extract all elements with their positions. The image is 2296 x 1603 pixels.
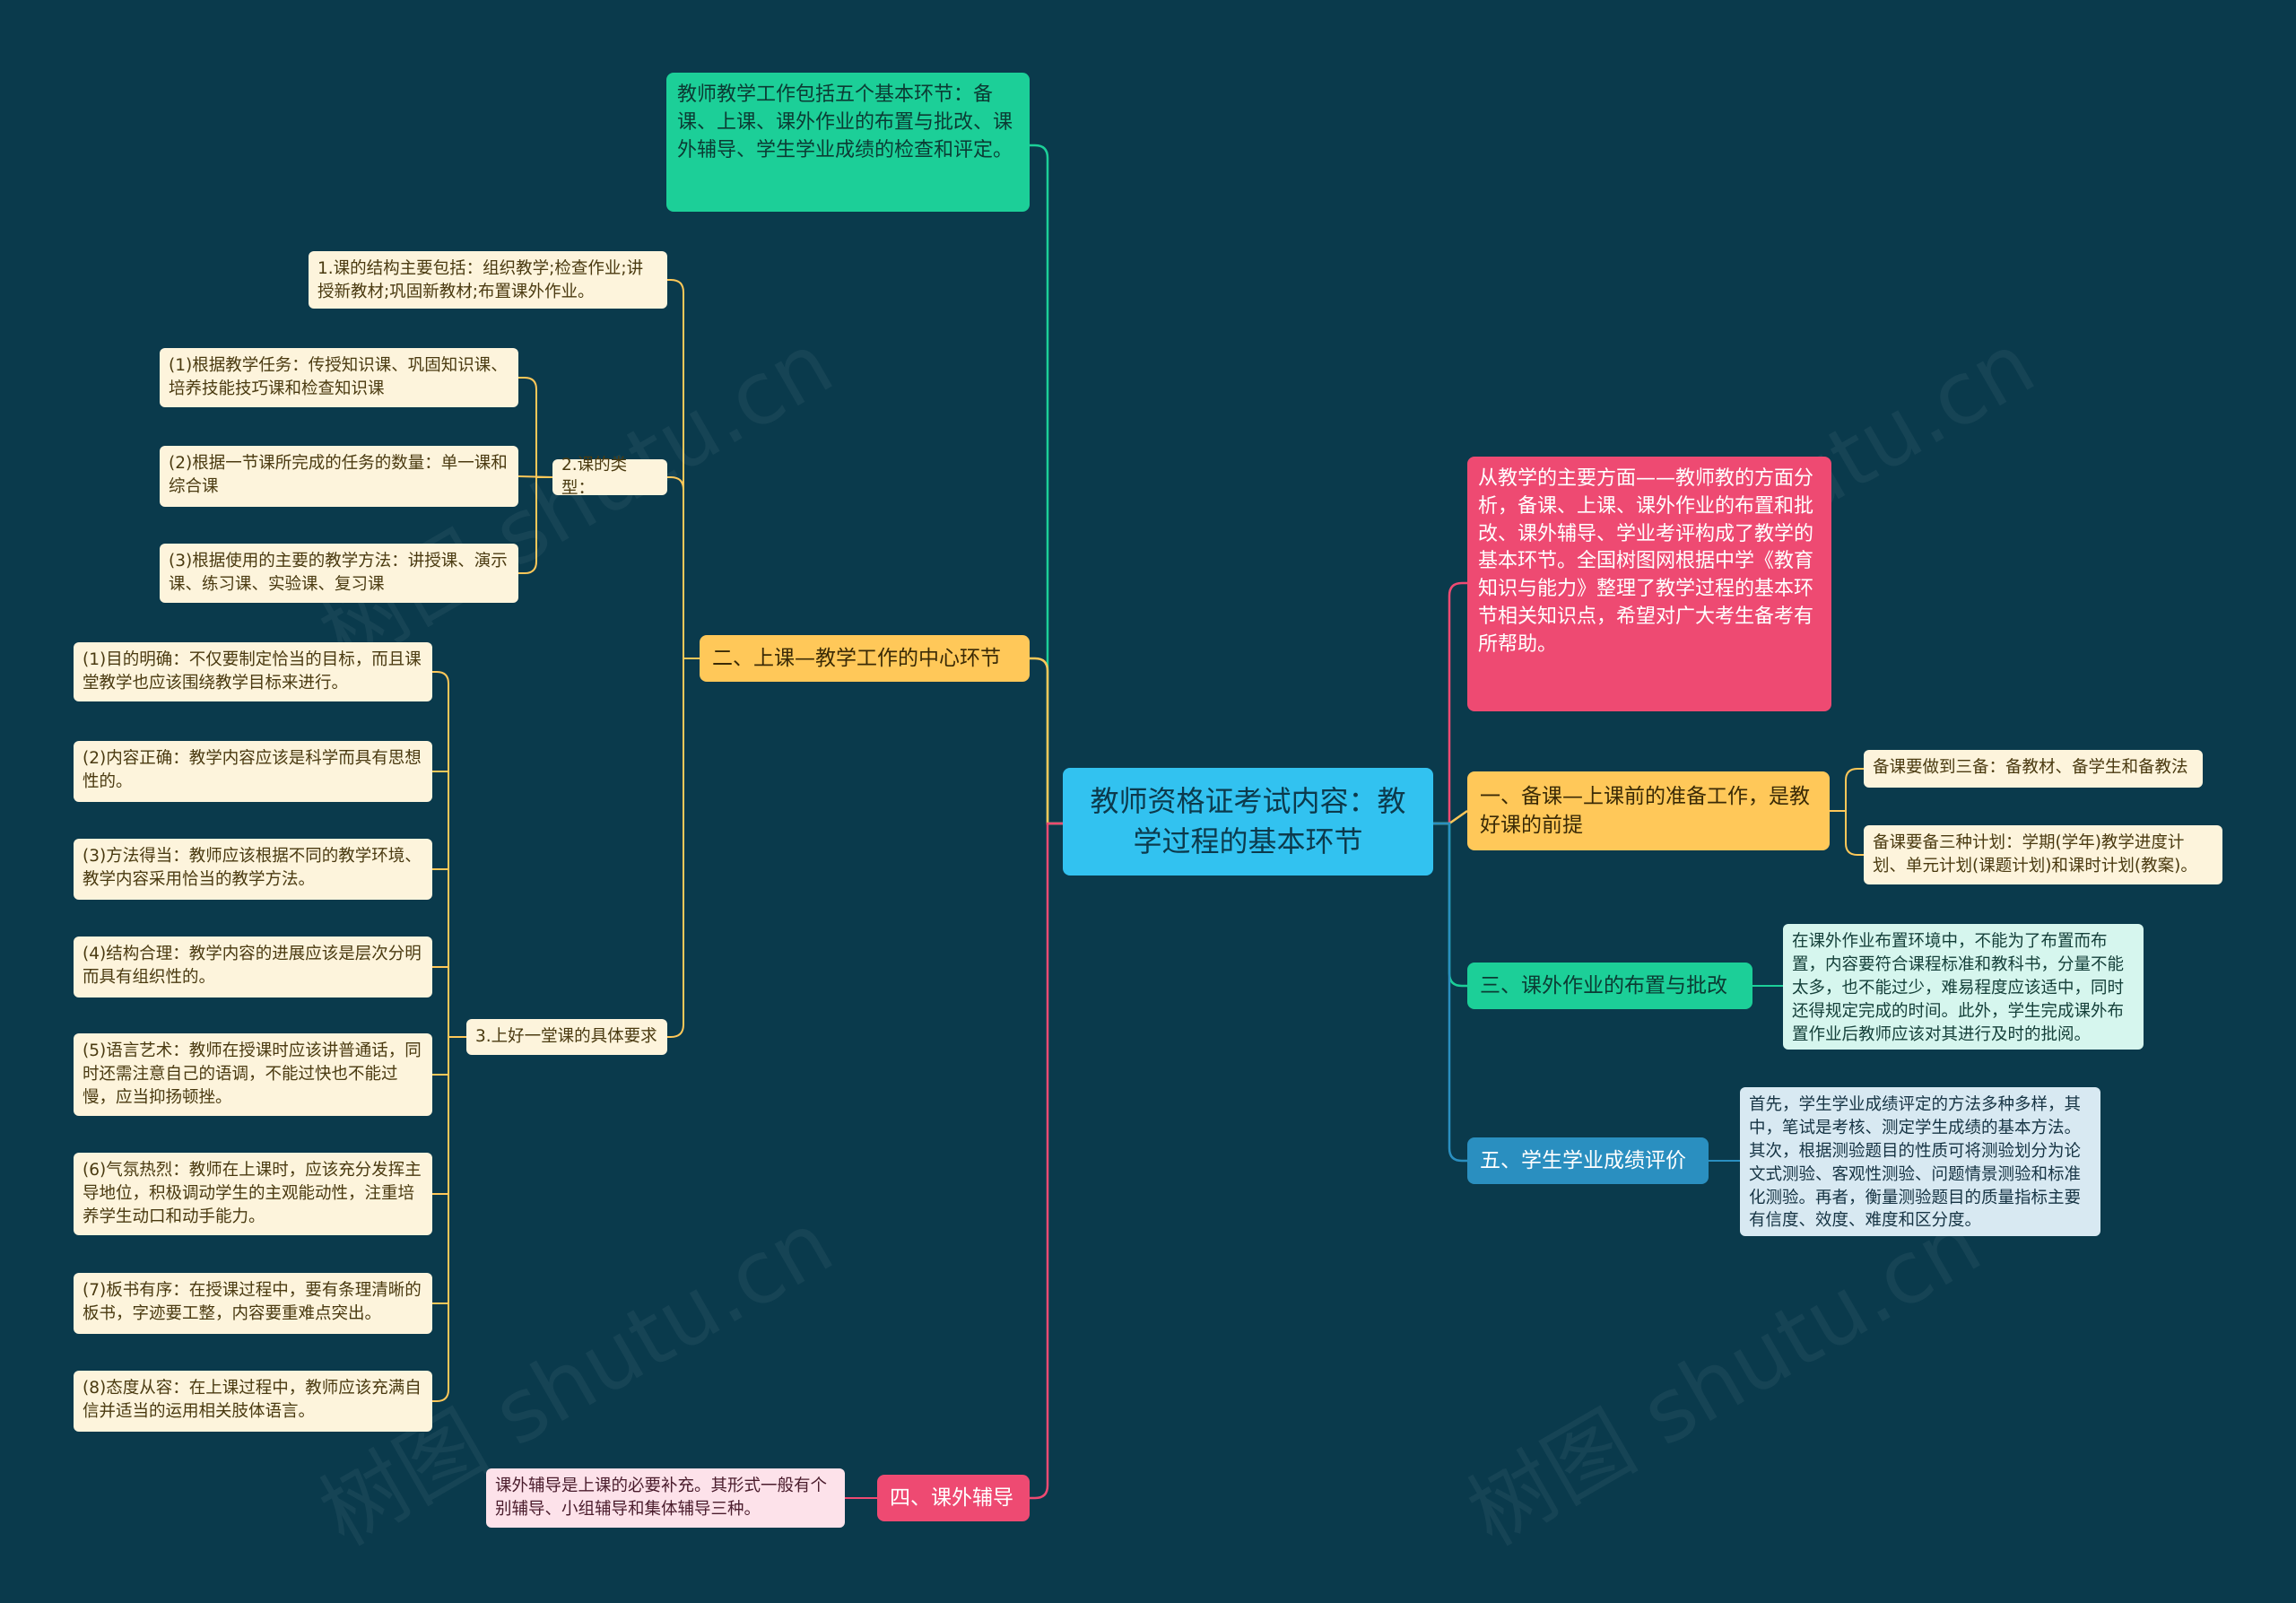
item3-child-4[interactable]: (4)结构合理：教学内容的进展应该是层次分明而具有组织性的。 [74, 937, 432, 998]
line-i2-c3 [518, 476, 552, 574]
section4-text[interactable]: 课外辅导是上课的必要补充。其形式一般有个别辅导、小组辅导和集体辅导三种。 [486, 1468, 845, 1528]
line-root-section2 [1030, 657, 1063, 825]
item3-child-1[interactable]: (1)目的明确：不仅要制定恰当的目标，而且课堂教学也应该围绕教学目标来进行。 [74, 642, 432, 701]
line-s1-c2 [1830, 810, 1864, 856]
item3-child-2[interactable]: (2)内容正确：教学内容应该是科学而具有思想性的。 [74, 741, 432, 802]
item2-child-2[interactable]: (2)根据一节课所完成的任务的数量：单一课和综合课 [160, 446, 518, 507]
line-root-section5 [1433, 822, 1467, 1163]
section2-topic[interactable]: 二、上课—教学工作的中心环节 [700, 635, 1030, 682]
section4-topic[interactable]: 四、课外辅导 [877, 1475, 1030, 1521]
section1-topic[interactable]: 一、备课—上课前的准备工作，是教好课的前提 [1467, 771, 1830, 850]
section2-item2[interactable]: 2.课的类型： [552, 456, 667, 498]
section3-topic[interactable]: 三、课外作业的布置与批改 [1467, 963, 1752, 1009]
root-topic[interactable]: 教师资格证考试内容：教学过程的基本环节 [1063, 768, 1433, 876]
left-intro-node[interactable]: 教师教学工作包括五个基本环节：备课、上课、课外作业的布置与批改、课外辅导、学生学… [666, 73, 1030, 212]
section2-item1[interactable]: 1.课的结构主要包括：组织教学;检查作业;讲授新教材;巩固新教材;布置课外作业。 [309, 251, 667, 309]
item3-child-3[interactable]: (3)方法得当：教师应该根据不同的教学环境、教学内容采用恰当的教学方法。 [74, 839, 432, 900]
line-i2-c1 [518, 377, 552, 478]
section2-item3[interactable]: 3.上好一堂课的具体要求 [466, 1019, 667, 1055]
line-root-intro [1030, 144, 1063, 825]
section1-child-1[interactable]: 备课要做到三备：备教材、备学生和备教法 [1864, 750, 2203, 788]
line-s2-item3 [667, 658, 700, 1038]
item3-child-8[interactable]: (8)态度从容：在上课过程中，教师应该充满自信并适当的运用相关肢体语言。 [74, 1371, 432, 1432]
line-i3-children [432, 671, 466, 1402]
line-s2-item2 [667, 476, 700, 659]
line-root-rintro [1433, 581, 1467, 825]
line-s1-c1 [1830, 768, 1864, 812]
section5-topic[interactable]: 五、学生学业成绩评价 [1467, 1137, 1709, 1184]
item3-child-7[interactable]: (7)板书有序：在授课过程中，要有条理清晰的板书，字迹要工整，内容要重难点突出。 [74, 1273, 432, 1334]
item2-child-1[interactable]: (1)根据教学任务：传授知识课、巩固知识课、培养技能技巧课和检查知识课 [160, 348, 518, 407]
section1-child-2[interactable]: 备课要备三种计划：学期(学年)教学进度计划、单元计划(课题计划)和课时计划(教案… [1864, 825, 2222, 884]
item2-child-3[interactable]: (3)根据使用的主要的教学方法：讲授课、演示课、练习课、实验课、复习课 [160, 544, 518, 603]
item3-child-5[interactable]: (5)语言艺术：教师在授课时应该讲普通话，同时还需注意自己的语调，不能过快也不能… [74, 1033, 432, 1116]
right-intro-node[interactable]: 从教学的主要方面——教师教的方面分析，备课、上课、课外作业的布置和批改、课外辅导… [1467, 457, 1831, 711]
line-s2-item1 [667, 279, 700, 659]
section5-text[interactable]: 首先，学生学业成绩评定的方法多种多样，其中，笔试是考核、测定学生成绩的基本方法。… [1740, 1087, 2100, 1236]
item3-child-6[interactable]: (6)气氛热烈：教师在上课时，应该充分发挥主导地位，积极调动学生的主观能动性，注… [74, 1153, 432, 1235]
line-root-section4 [1030, 822, 1063, 1500]
section3-text[interactable]: 在课外作业布置环境中，不能为了布置而布置，内容要符合课程标准和教科书，分量不能太… [1783, 924, 2144, 1050]
